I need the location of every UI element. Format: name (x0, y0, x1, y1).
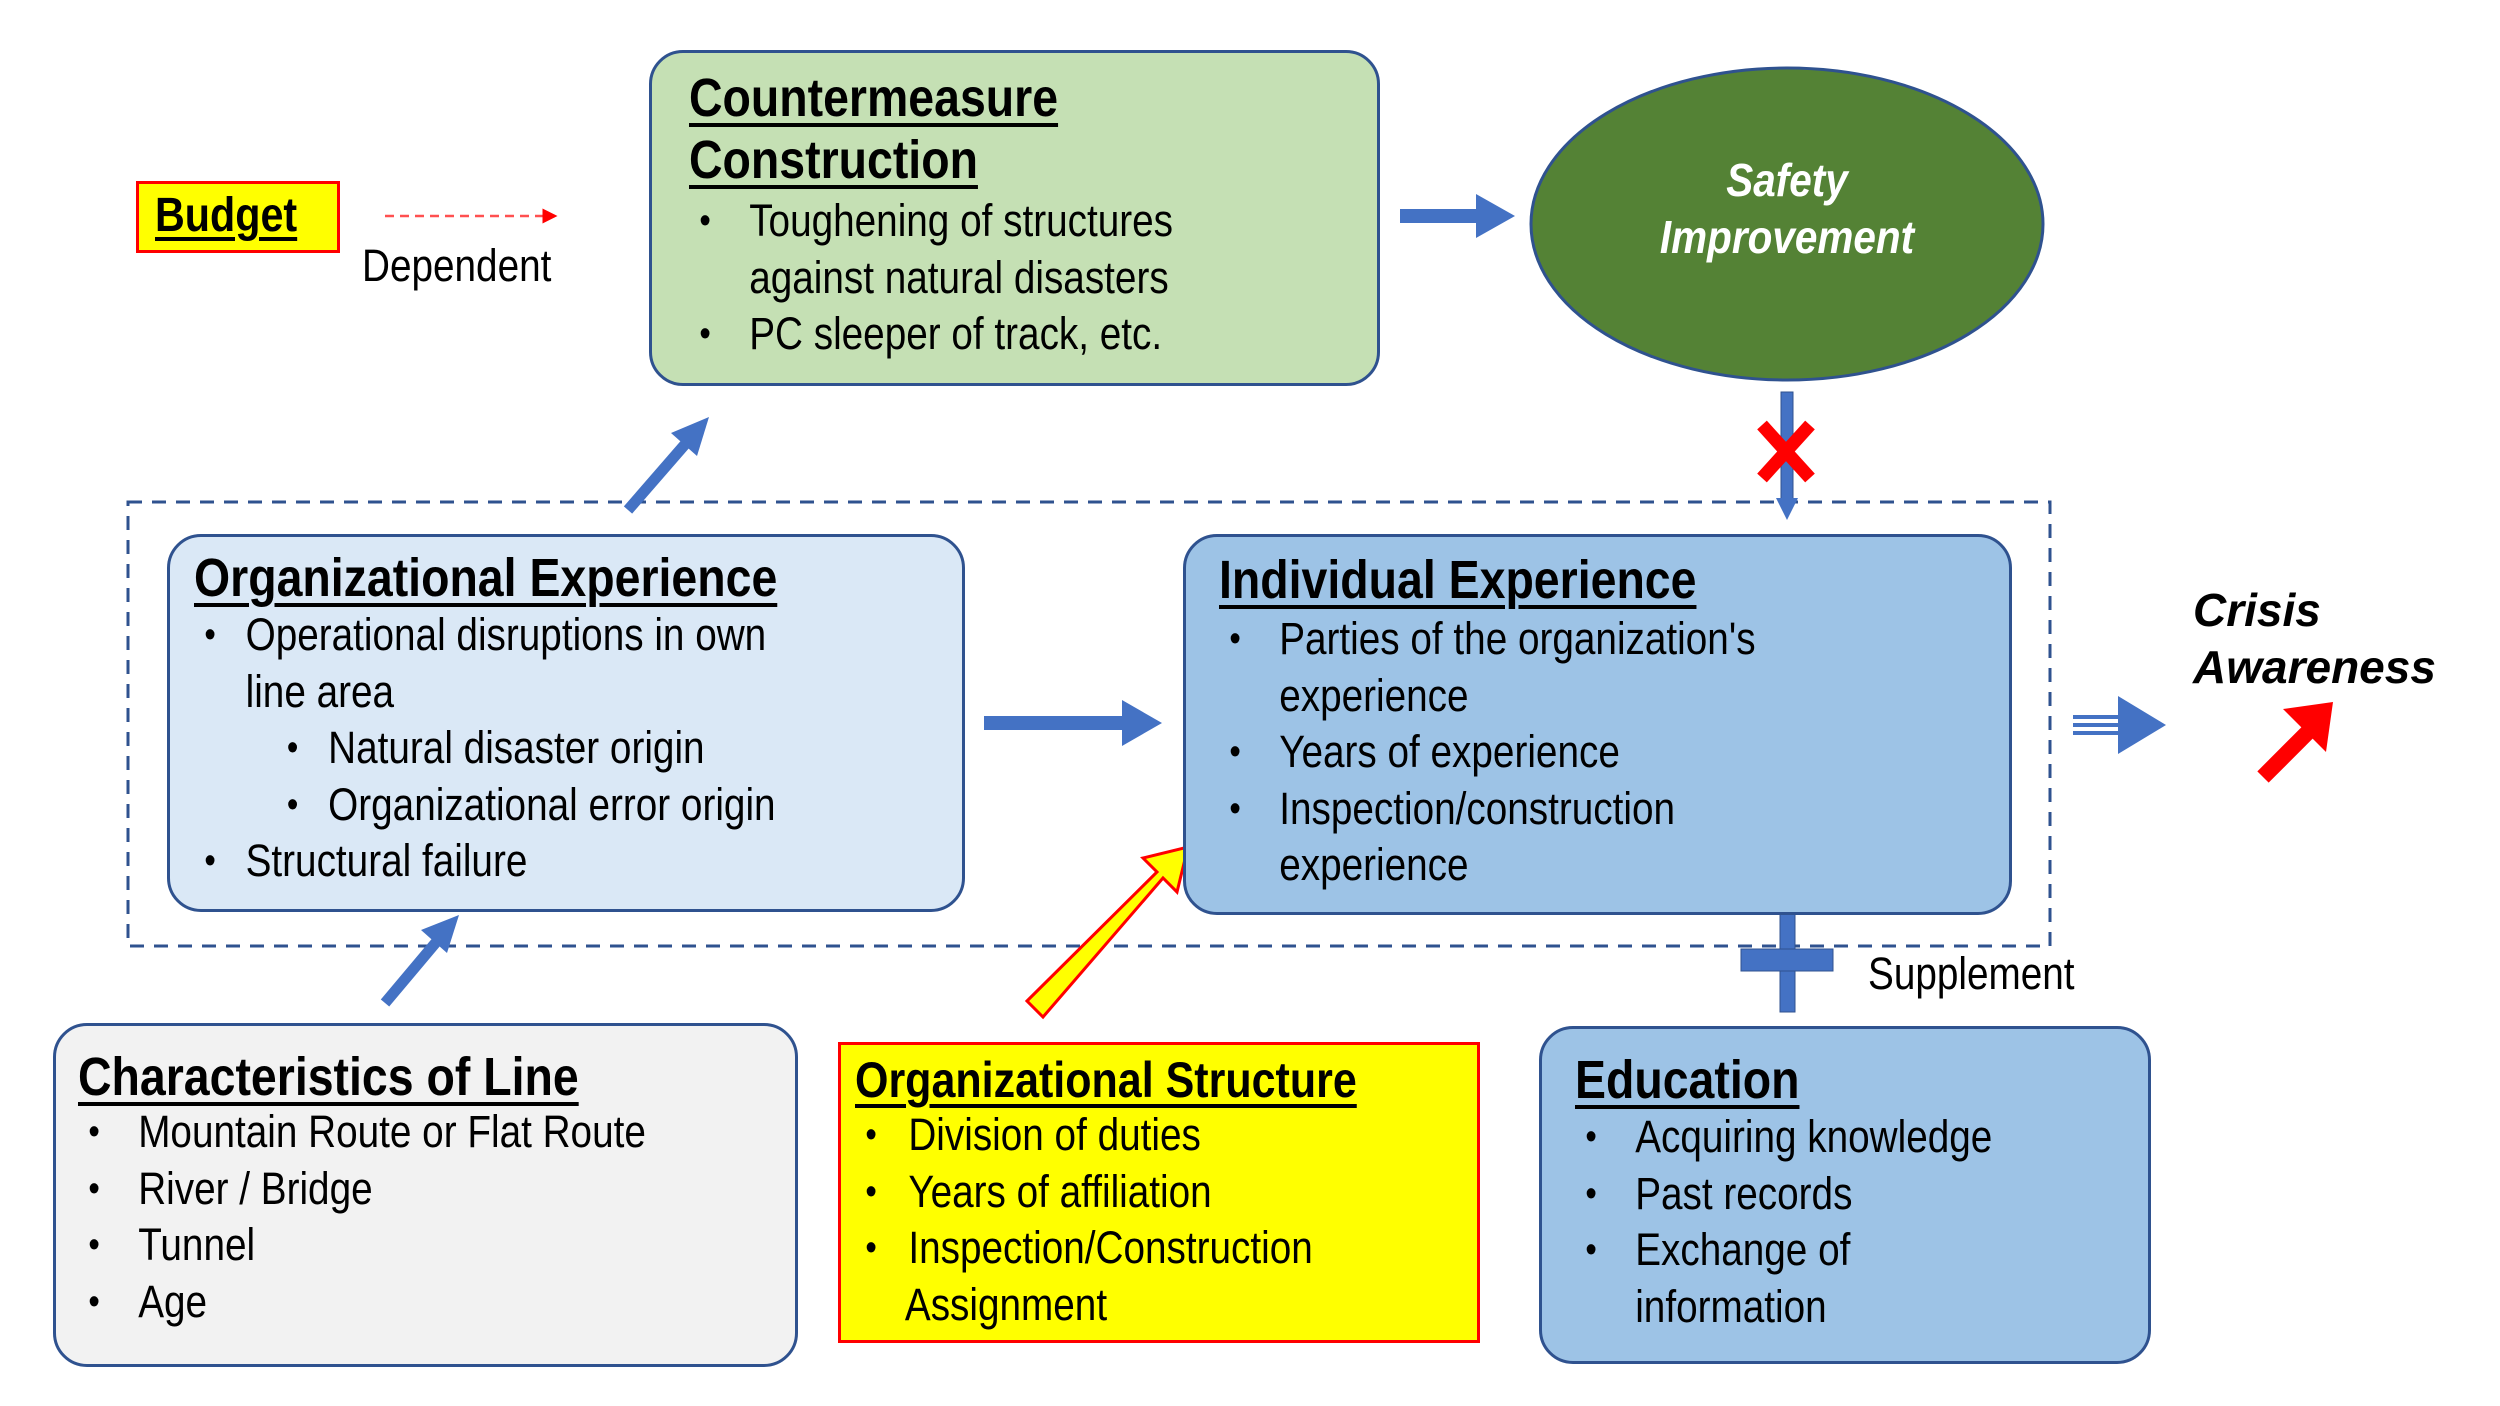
countermeasure-title-line1: Countermeasure (689, 68, 1059, 128)
individual-experience-item: Parties of the organization's experience (1219, 611, 1755, 724)
arrow-characteristics-to-org (380, 915, 459, 1007)
organizational-experience-title: Organizational Experience (194, 548, 778, 608)
individual-experience-item: Years of experience (1219, 724, 1756, 781)
education-item: Exchange of information (1575, 1222, 1992, 1335)
budget-label: Budget (155, 189, 298, 242)
education-item: Past records (1575, 1166, 1992, 1223)
arrow-countermeasure-to-safety (1400, 194, 1515, 238)
characteristics-title: Characteristics of Line (78, 1047, 579, 1107)
countermeasure-construction-box: Countermeasure Construction Toughening o… (649, 50, 1380, 386)
education-item: Acquiring knowledge (1575, 1109, 1992, 1166)
dependent-label: Dependent (362, 240, 552, 291)
experience-group-boundary (126, 500, 2052, 948)
characteristics-item: Mountain Route or Flat Route (78, 1104, 646, 1161)
crisis-line1: Crisis (2193, 584, 2321, 636)
plus-icon (1740, 913, 1834, 1013)
org-experience-subitem: Organizational error origin (194, 777, 777, 834)
characteristics-of-line-box: Characteristics of Line Mountain Route o… (53, 1023, 798, 1367)
arrow-structure-to-individual (1024, 844, 1191, 1020)
arrow-org-experience-to-countermeasure (623, 417, 709, 514)
education-box: Education Acquiring knowledge Past recor… (1539, 1026, 2151, 1364)
safety-line2: Improvement (1659, 211, 1915, 263)
crisis-awareness-label: Crisis Awareness (2193, 582, 2436, 696)
characteristics-item: Tunnel (78, 1217, 646, 1274)
individual-experience-title: Individual Experience (1219, 550, 1697, 610)
budget-box: Budget (136, 181, 340, 253)
org-structure-item: Division of duties (855, 1107, 1357, 1164)
supplement-label: Supplement (1868, 948, 2075, 999)
blocked-x-icon (1757, 420, 1815, 483)
arrow-individual-to-crisis (2073, 696, 2166, 754)
org-experience-item: Structural failure (194, 833, 777, 890)
individual-experience-item: Inspection/construction experience (1219, 781, 1756, 894)
characteristics-item: River / Bridge (78, 1161, 646, 1218)
organizational-experience-box: Organizational Experience Operational di… (167, 534, 965, 912)
individual-experience-box: Individual Experience Parties of the org… (1183, 534, 2012, 915)
org-experience-subitem: Natural disaster origin (194, 720, 777, 777)
countermeasure-item: PC sleeper of track, etc. (689, 306, 1173, 363)
organizational-structure-box: Organizational Structure Division of dut… (838, 1042, 1480, 1343)
safety-improvement-text: Safety Improvement (1531, 152, 2043, 266)
org-experience-item: Operational disruptions in own line area (194, 607, 777, 720)
organizational-structure-title: Organizational Structure (855, 1052, 1357, 1108)
characteristics-item: Age (78, 1274, 646, 1331)
increase-arrow-icon (2257, 702, 2333, 783)
arrow-org-to-individual (984, 700, 1162, 746)
crisis-line2: Awareness (2193, 641, 2436, 693)
education-title: Education (1575, 1050, 1800, 1110)
safety-improvement-ellipse (1529, 66, 2045, 382)
org-structure-item: Years of affiliation (855, 1164, 1357, 1221)
countermeasure-item: Toughening of structures against natural… (689, 193, 1173, 306)
org-structure-item: Inspection/Construction Assignment (855, 1220, 1357, 1333)
safety-line1: Safety (1726, 154, 1848, 206)
countermeasure-title-line2: Construction (689, 130, 978, 190)
